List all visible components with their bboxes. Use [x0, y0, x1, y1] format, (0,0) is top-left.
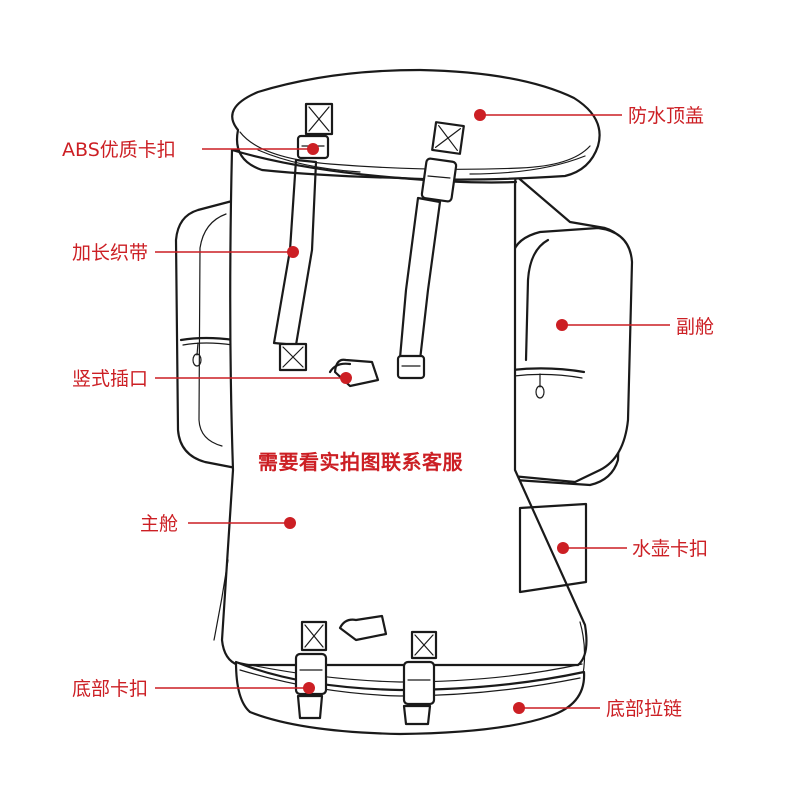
label-long-webbing: 加长织带 — [72, 242, 149, 264]
marker-long-webbing — [287, 246, 299, 258]
label-bottom-zipper: 底部拉链 — [606, 698, 683, 720]
marker-waterproof-lid — [474, 109, 486, 121]
vertical-slot — [328, 358, 380, 388]
marker-side-pocket — [556, 319, 568, 331]
marker-vertical-slot — [340, 372, 352, 384]
label-main-compartment: 主舱 — [140, 513, 179, 535]
left-side-pocket — [174, 198, 238, 470]
bottle-holder — [518, 502, 588, 594]
top-lid — [230, 68, 601, 184]
center-note: 需要看实拍图联系客服 — [258, 450, 463, 474]
bottom-left-buckle — [294, 620, 328, 720]
label-vertical-slot: 竖式插口 — [72, 368, 149, 390]
label-bottom-buckle: 底部卡扣 — [72, 678, 149, 700]
label-abs-buckle: ABS优质卡扣 — [62, 139, 176, 161]
lower-slot — [338, 614, 388, 642]
right-strap — [396, 121, 465, 380]
label-side-pocket: 副舱 — [676, 316, 715, 338]
marker-bottom-buckle — [303, 682, 315, 694]
marker-main-compartment — [284, 517, 296, 529]
marker-abs-buckle — [307, 143, 319, 155]
bottom-right-buckle — [402, 630, 438, 726]
marker-bottom-zipper — [513, 702, 525, 714]
right-side-pocket — [510, 173, 634, 487]
callouts — [155, 109, 670, 714]
label-waterproof-lid: 防水顶盖 — [628, 105, 705, 127]
label-bottle-buckle: 水壶卡扣 — [632, 538, 709, 560]
marker-bottle-buckle — [557, 542, 569, 554]
